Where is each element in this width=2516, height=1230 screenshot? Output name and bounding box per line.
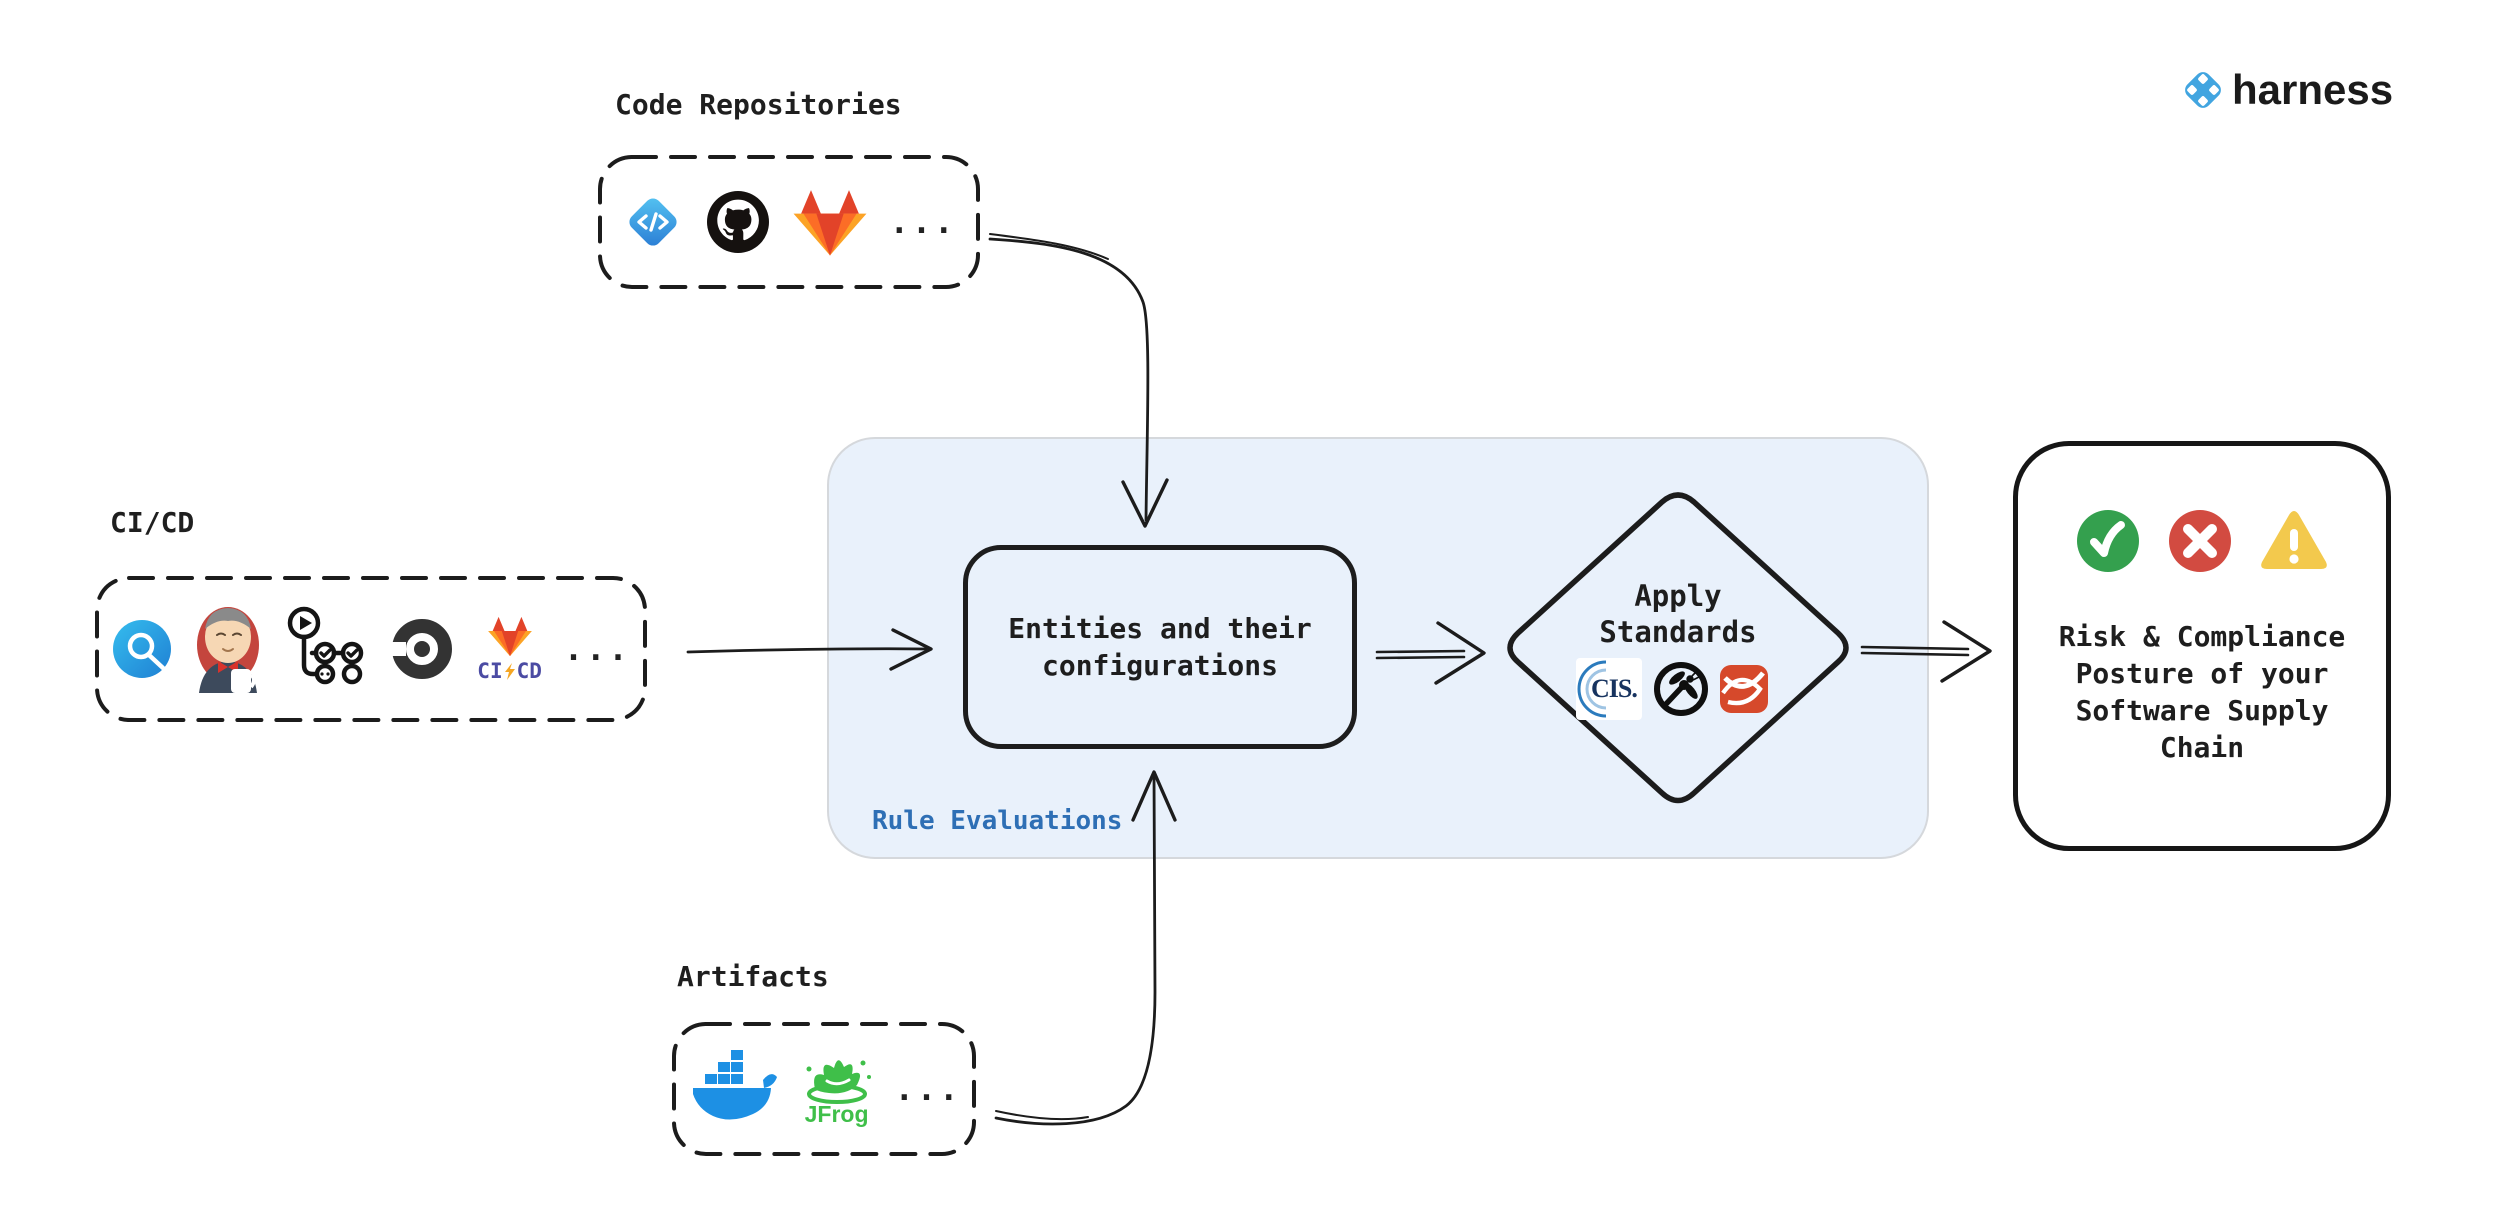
cicd-label: CI/CD [110, 506, 195, 539]
gitlab-icon [792, 187, 868, 257]
azure-devops-icon [622, 191, 684, 253]
standards-icons: CIS. [1576, 658, 1768, 720]
lightning-bolt-icon [504, 662, 515, 680]
jenkins-icon [195, 601, 261, 697]
owasp-icon [1652, 660, 1710, 718]
code-repositories-label: Code Repositories [615, 88, 902, 121]
cis-text: CIS. [1591, 674, 1638, 703]
gitlab-cicd-text: CI CD [477, 659, 542, 683]
gitlab-cicd-icon: CI CD [477, 615, 542, 683]
harness-logo-icon [2180, 67, 2226, 113]
cicd-ellipsis: ... [563, 630, 631, 668]
circleci-icon [389, 616, 455, 682]
artifacts-label: Artifacts [677, 960, 829, 993]
entities-box: Entities and their configurations [963, 545, 1357, 749]
result-icons [2075, 508, 2329, 574]
jfrog-icon: JFrog [797, 1051, 877, 1128]
cicd-icons: CI CD ... [105, 586, 637, 712]
harness-logo: harness [2180, 66, 2393, 114]
harness-ci-icon [111, 618, 173, 680]
entities-text: Entities and their configurations [1008, 612, 1312, 682]
code-repositories-ellipsis: ... [889, 203, 957, 241]
rule-evaluations-label: Rule Evaluations [872, 806, 1123, 836]
result-text: Risk & Compliance Posture of your Softwa… [2058, 620, 2346, 764]
cis-icon: CIS. [1576, 658, 1642, 720]
gitlab-cd-text: CD [516, 659, 542, 683]
warning-triangle-icon [2259, 509, 2329, 573]
github-icon [706, 190, 770, 254]
artifacts-icons: JFrog ... [682, 1032, 966, 1146]
result-box: Risk & Compliance Posture of your Softwa… [2013, 441, 2391, 851]
gitlab-ci-text: CI [477, 659, 503, 683]
artifacts-ellipsis: ... [894, 1070, 962, 1108]
apply-standards-text: Apply Standards [1599, 579, 1757, 649]
check-circle-icon [2075, 508, 2141, 574]
cross-circle-icon [2167, 508, 2233, 574]
docker-icon [687, 1046, 779, 1132]
github-actions-icon [283, 603, 367, 695]
code-repositories-icons: ... [608, 163, 970, 281]
orange-standard-icon [1720, 665, 1768, 713]
jfrog-text: JFrog [804, 1100, 869, 1127]
harness-logo-text: harness [2232, 66, 2394, 113]
